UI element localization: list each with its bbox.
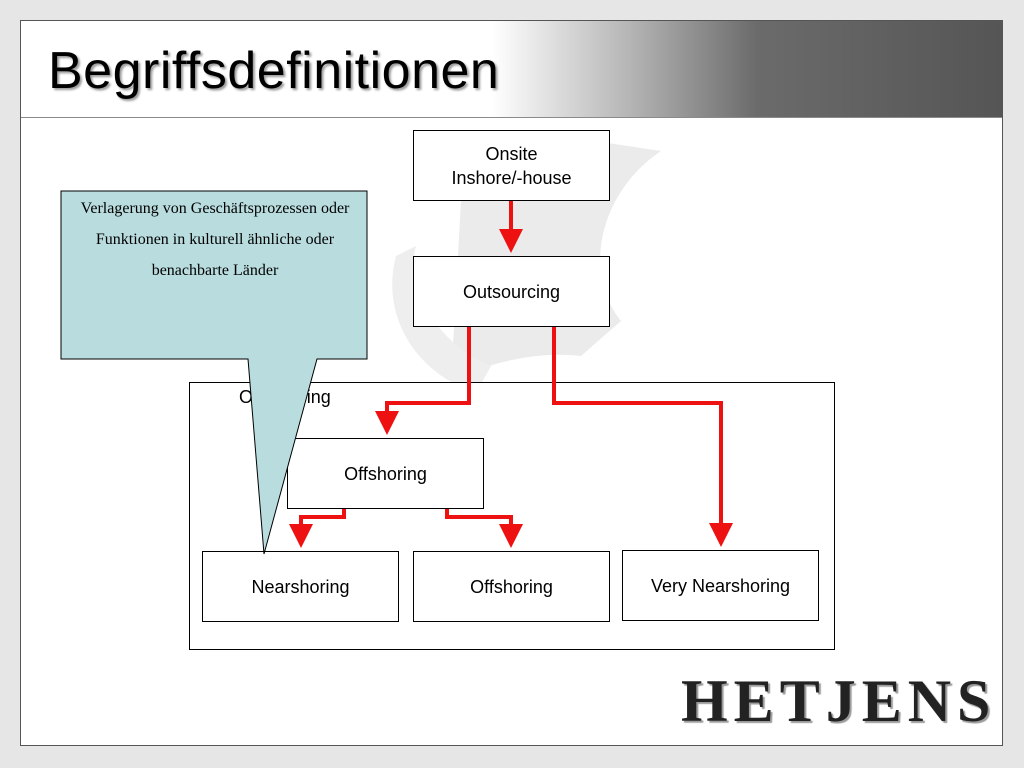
callout-shape (60, 190, 368, 555)
onsite-box: Onsite Inshore/-house (413, 130, 610, 201)
arrow-offshoring-to-nearshoring (289, 509, 346, 548)
onsite-label: Onsite (485, 143, 538, 164)
slide: Begriffsdefinitionen Onsite Inshore/-hou… (20, 20, 1003, 746)
nearshoring-box: Nearshoring (202, 551, 399, 622)
title-band (21, 21, 1002, 118)
arrow-outsourcing-to-offshoring (375, 327, 471, 435)
offshoring-child-box: Offshoring (413, 551, 610, 622)
very-nearshoring-box: Very Nearshoring (622, 550, 819, 621)
outsourcing-box: Outsourcing (413, 256, 610, 327)
inshore-label: Inshore/-house (451, 167, 572, 188)
connector-arrows (289, 201, 733, 548)
offshoring-parent-box: Offshoring (287, 438, 484, 509)
callout-text: Verlagerung von Geschäftsprozessen oder … (80, 200, 350, 279)
hetjens-logo: HETJENS (681, 668, 997, 734)
slide-title: Begriffsdefinitionen (48, 42, 500, 100)
arrow-outsourcing-to-very-nearshoring (552, 327, 733, 547)
arrow-offshoring-to-offshoring-child (445, 509, 523, 548)
